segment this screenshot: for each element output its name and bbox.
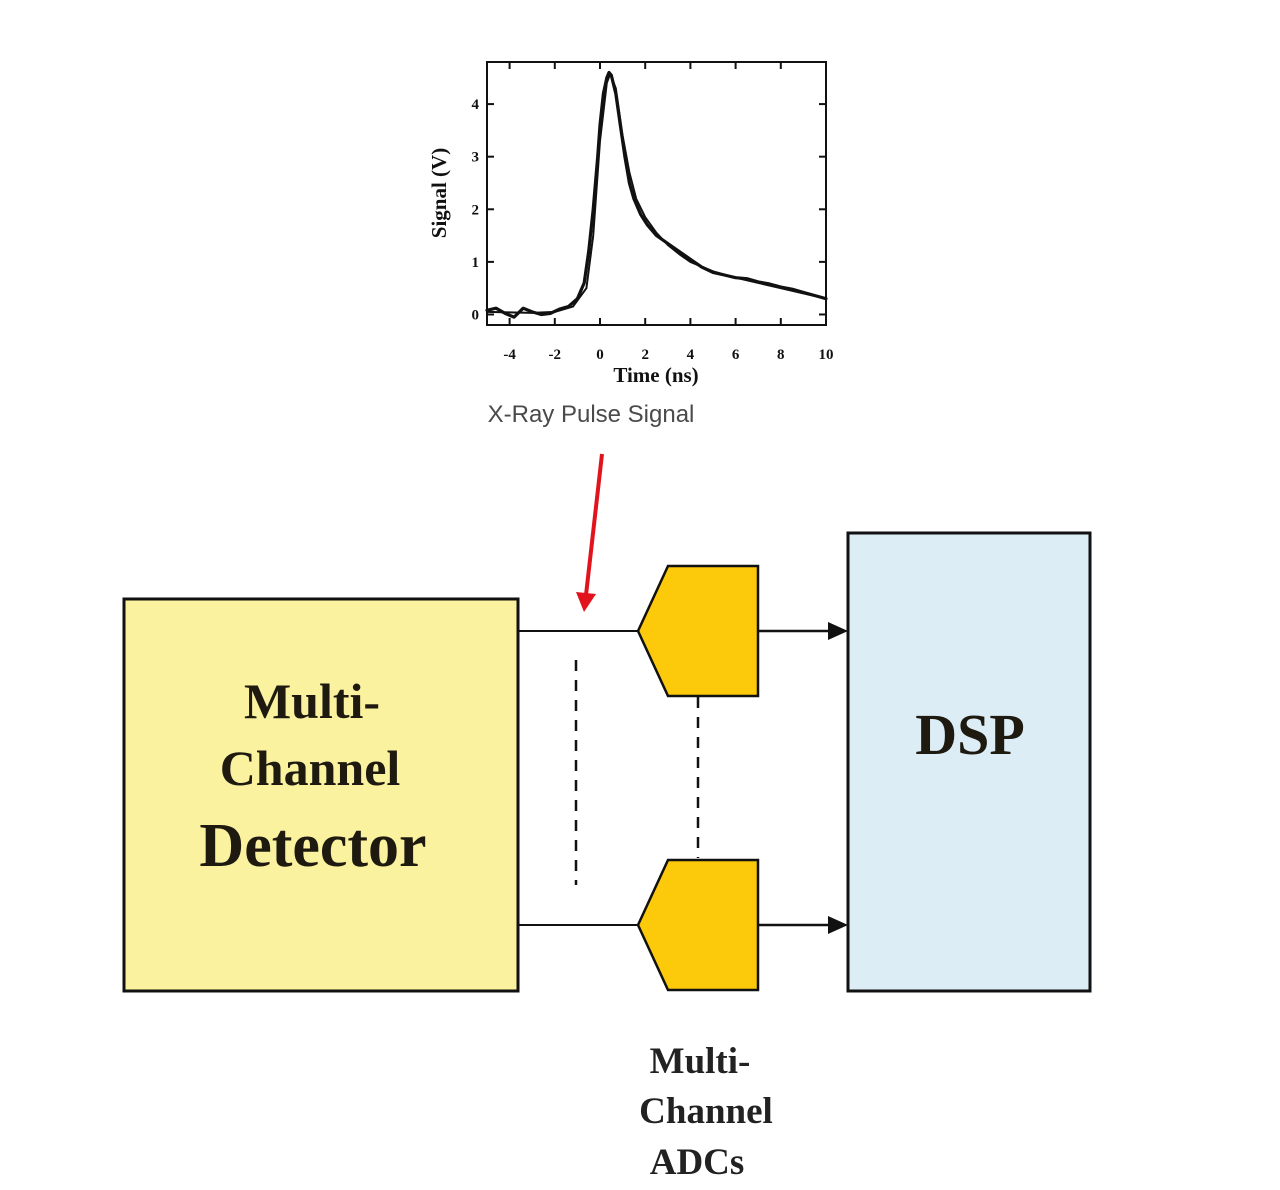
adc-label-line2: Channel [639,1091,773,1132]
adc-label-line1: Multi- [650,1041,751,1082]
detector-block: Multi- Channel Detector [122,597,520,993]
x-axis-ticks: -4 -2 0 2 4 6 8 10 [503,62,834,363]
y-tick-label: 3 [472,150,480,166]
y-axis-title: Signal (V) [427,148,451,238]
dsp-block: DSP [846,531,1092,993]
y-tick-label: 2 [472,202,480,218]
x-tick-label: -2 [549,347,562,363]
x-axis-title: Time (ns) [613,363,698,387]
pulse-signal-chart: -4 -2 0 2 4 6 8 10 0 1 2 3 4 Time (ns) Signal (V) X… [427,61,834,428]
adc-to-dsp-arrows [758,622,848,934]
dsp-label: DSP [915,702,1025,767]
signal-pointer-arrow [576,453,604,612]
x-tick-label: 0 [596,347,604,363]
y-tick-label: 1 [472,255,480,271]
plot-frame [486,61,827,326]
x-tick-label: 8 [777,347,785,363]
adc-label-line3: ADCs [650,1142,745,1183]
adc-bottom [636,858,760,992]
adc-top [636,564,760,698]
chart-caption: X-Ray Pulse Signal [488,401,695,428]
channel-wires [518,630,638,926]
x-tick-label: 4 [687,347,695,363]
adc-caption: Multi- Channel ADCs [639,1041,773,1183]
x-tick-label: -4 [503,347,516,363]
detector-label-line2: Channel [220,740,401,796]
detector-label-line1: Multi- [244,673,380,729]
x-tick-label: 6 [732,347,740,363]
x-tick-label: 2 [641,347,649,363]
y-tick-label: 0 [472,307,480,323]
y-tick-label: 4 [472,97,480,113]
signal-trace-measured [485,70,828,319]
x-tick-label: 10 [819,347,834,363]
detector-label-line3: Detector [199,812,426,880]
y-axis-ticks: 0 1 2 3 4 [472,97,826,323]
signal-trace-fit [486,72,827,314]
signal-series [485,70,828,319]
